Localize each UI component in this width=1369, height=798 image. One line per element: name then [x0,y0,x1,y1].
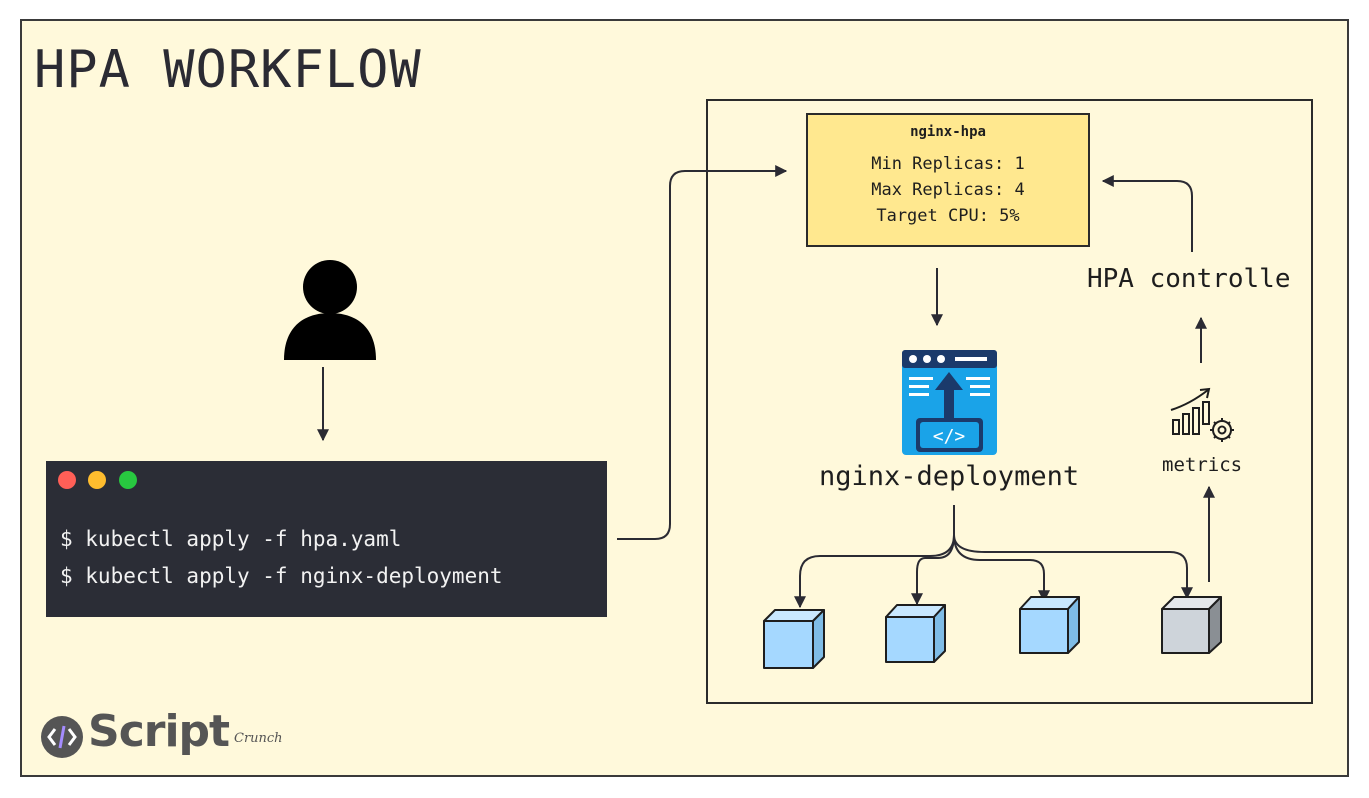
pod-fanout-arrows [794,505,1193,609]
terminal-command-1: $ kubectl apply -f hpa.yaml [60,527,402,551]
terminal-window: $ kubectl apply -f hpa.yaml $ kubectl ap… [46,461,607,617]
hpa-controller-label: HPA controlle [1087,264,1291,294]
deployment-icon: </> [902,350,997,455]
canvas-frame [20,19,1349,777]
hpa-max-replicas: Max Replicas: 4 [871,180,1025,200]
terminal-close-dot [58,471,76,489]
metrics-icon [1170,387,1234,442]
pod-cube-1 [763,609,825,669]
svg-text:</>: </> [933,426,966,447]
hpa-min-replicas: Min Replicas: 1 [871,154,1025,174]
pod-cube-2 [885,604,946,663]
terminal-maximize-dot [119,471,137,489]
hpa-name: nginx-hpa [910,124,986,140]
cluster-boundary [706,99,1313,704]
deployment-label: nginx-deployment [819,461,1080,492]
hpa-target-cpu: Target CPU: 5% [876,206,1020,226]
arrow-terminal-to-hpa [617,165,788,540]
terminal-minimize-dot [88,471,106,489]
hpa-config-box: nginx-hpa Min Replicas: 1 Max Replicas: … [806,113,1090,247]
pod-cube-4-pending [1161,596,1222,654]
logo-mark-icon [41,716,83,758]
page-title: HPA WORKFLOW [34,40,422,100]
logo-brand: Script [88,706,230,757]
arrow-controller-to-hpa [1101,175,1193,252]
user-icon [284,260,376,360]
terminal-command-2: $ kubectl apply -f nginx-deployment [60,564,503,588]
metrics-label: metrics [1162,454,1243,476]
pod-cube-3 [1019,596,1080,654]
logo-subtext: Crunch [234,731,283,746]
